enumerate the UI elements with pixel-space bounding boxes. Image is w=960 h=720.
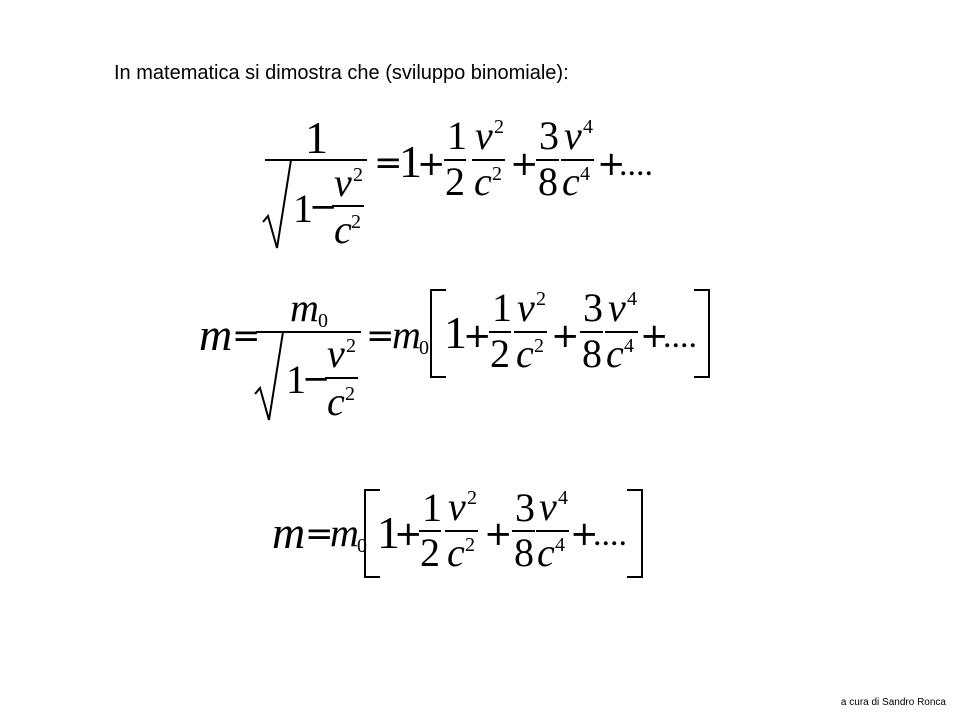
eq3-plus-1: + (394, 514, 423, 554)
eq3-c2-exp: 2 (465, 534, 475, 556)
lhs-sqrt-sign (262, 159, 367, 249)
eq2-plus-2: + (551, 316, 580, 356)
eq2-m0-sub: 0 (419, 337, 429, 359)
eq3-half-num: 1 (422, 485, 442, 530)
eq1-38-num: 3 (539, 113, 559, 158)
eq1-plus-1: + (417, 144, 446, 184)
eq2-m0-num-sub: 0 (318, 310, 328, 332)
eq1-v4: v (564, 113, 582, 158)
eq1-v4-exp: 4 (583, 116, 593, 138)
eq2-plus-1: + (463, 316, 492, 356)
eq2-right-bracket (694, 289, 710, 378)
eq1-v2: v (475, 113, 493, 158)
eq1-plus-2: + (510, 144, 539, 184)
eq2-sqrt-sign (254, 331, 361, 421)
eq3-right-bracket (627, 489, 643, 578)
eq2-plus-3: + (640, 316, 669, 356)
eq3-plus-3: + (570, 514, 599, 554)
lhs-c: c (334, 207, 352, 252)
eq2-one: 1 (444, 307, 467, 358)
eq3-v2-exp: 2 (467, 487, 477, 509)
eq1-half-den: 2 (445, 159, 465, 204)
eq3-plus-2: + (484, 514, 513, 554)
eq2-inner-v-exp: 2 (346, 335, 356, 357)
slide-heading: In matematica si dimostra che (sviluppo … (114, 62, 569, 84)
eq2-c4-exp: 4 (624, 335, 634, 357)
eq2-v4: v (608, 285, 626, 330)
eq2-inner-c-exp: 2 (345, 383, 355, 405)
eq2-m0: m (392, 312, 421, 357)
eq2-c2: c (516, 331, 534, 376)
lhs-v: v (334, 160, 352, 205)
lhs-v-exp: 2 (353, 164, 363, 186)
eq3-left-bracket (364, 489, 380, 578)
eq3-c4: c (537, 530, 555, 575)
eq3-m0-sub: 0 (357, 535, 367, 557)
lhs-c-exp: 2 (351, 211, 361, 233)
eq3-m0: m (330, 510, 359, 555)
lhs-numerator: 1 (305, 112, 328, 163)
eq1-c4-exp: 4 (580, 163, 590, 185)
eq3-38-den: 8 (514, 530, 534, 575)
eq2-m0-num: m (290, 285, 319, 330)
eq2-half-den: 2 (490, 331, 510, 376)
eq3-38-num: 3 (515, 485, 535, 530)
eq2-equals-1: = (232, 316, 261, 356)
eq1-plus-3: + (597, 144, 626, 184)
eq2-left-bracket (430, 289, 446, 378)
eq1-half-num: 1 (447, 113, 467, 158)
eq2-c4: c (606, 331, 624, 376)
eq3-v4: v (539, 484, 557, 529)
eq3-v2: v (448, 484, 466, 529)
eq3-c2: c (447, 530, 465, 575)
eq2-38-den: 8 (582, 331, 602, 376)
eq2-sqrt-one: 1 (286, 357, 306, 402)
eq1-one: 1 (399, 136, 422, 187)
lhs-sqrt-one: 1 (293, 186, 313, 231)
eq2-v2-exp: 2 (536, 288, 546, 310)
eq1-c2: c (474, 159, 492, 204)
eq2-v2: v (517, 285, 535, 330)
eq3-v4-exp: 4 (558, 487, 568, 509)
eq1-v2-exp: 2 (494, 116, 504, 138)
eq3-ellipsis: .... (593, 516, 627, 553)
eq2-c2-exp: 2 (534, 335, 544, 357)
eq2-v4-exp: 4 (627, 288, 637, 310)
eq3-c4-exp: 4 (555, 534, 565, 556)
slide-footer-credit: a cura di Sandro Ronca (840, 697, 946, 708)
eq3-one: 1 (377, 507, 400, 558)
eq3-half-den: 2 (420, 530, 440, 575)
eq1-ellipsis: .... (619, 146, 653, 183)
eq2-inner-c: c (327, 379, 345, 424)
eq2-half-num: 1 (492, 285, 512, 330)
eq1-c4: c (562, 159, 580, 204)
eq2-equals-2: = (366, 316, 395, 356)
eq3-m: m (272, 507, 305, 558)
eq1-c2-exp: 2 (492, 163, 502, 185)
eq1-38-den: 8 (538, 159, 558, 204)
eq2-ellipsis: .... (663, 318, 697, 355)
eq2-38-num: 3 (583, 285, 603, 330)
eq1-equals: = (374, 143, 403, 183)
eq3-equals: = (305, 514, 334, 554)
eq2-m: m (199, 309, 232, 360)
eq2-inner-v: v (327, 331, 345, 376)
